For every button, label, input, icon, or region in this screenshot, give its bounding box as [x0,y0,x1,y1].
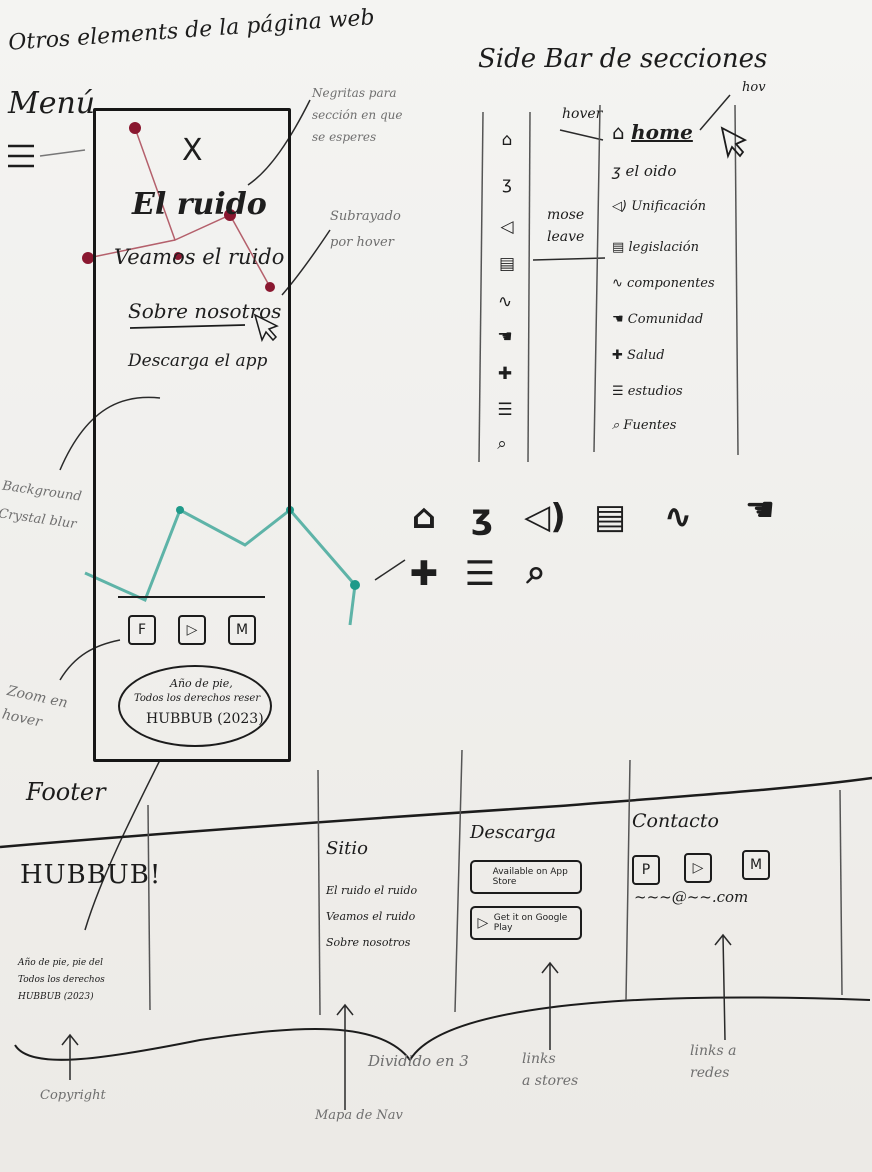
speaker-icon: ◁) [524,497,566,537]
footer-heading: Footer [26,778,106,806]
hover-corner-label: hov [742,80,766,95]
sidebar-item-oido[interactable]: ʒ el oido [612,162,677,180]
plus-icon: ✚ [612,348,623,363]
footer-email[interactable]: ~~~@~~.com [634,888,749,906]
play-icon[interactable]: ▷ [178,615,206,645]
menu-item-veamos[interactable]: Veamos el ruido [114,245,285,269]
note-nav-map: Mapa de Nav [315,1108,403,1123]
menu-item-descarga[interactable]: Descarga el app [128,351,268,371]
footer-link-sobre[interactable]: Sobre nosotros [326,936,411,949]
search-icon: ⌕ [526,552,546,592]
house-icon: ⌂ [612,120,625,144]
speaker-icon: ◁) [612,199,628,214]
house-icon: ⌂ [411,497,437,537]
sidebar-item-comunidad[interactable]: ☚ Comunidad [612,312,704,327]
books-icon: ☰ [612,384,624,399]
books-icon: ☰ [464,554,496,594]
house-icon[interactable]: ⌂ [501,130,513,150]
play-icon[interactable]: ▷ [684,853,712,883]
footer-site-heading: Sitio [326,838,368,859]
facebook-icon[interactable]: F [128,615,156,645]
plus-icon: ✚ [409,554,439,594]
note-copyright: Copyright [40,1088,106,1103]
wave-icon[interactable]: ∿ [497,292,513,312]
wave-icon: ∿ [663,497,693,537]
play-icon: ▷ [477,915,489,931]
mail-icon[interactable]: M [742,850,770,880]
ear-icon: ʒ [612,162,621,180]
footer-site-links: El ruido el ruido Veamos el ruido Sobre … [326,878,417,956]
speaker-icon[interactable]: ◁ [500,217,514,237]
wave-icon: ∿ [612,276,623,291]
document-icon: ▤ [612,240,625,255]
footer-contact-heading: Contacto [632,810,719,832]
ear-icon: ʒ [471,497,493,537]
sidebar-heading: Side Bar de secciones [478,44,768,74]
menu-copyright: Año de pie, Todos los derechos reser HUB… [118,665,272,747]
books-icon[interactable]: ☰ [497,400,513,420]
search-icon[interactable]: ⌕ [497,434,507,454]
plus-icon[interactable]: ✚ [497,364,513,384]
search-icon: ⌕ [612,418,620,433]
menu-heading: Menú [8,86,96,121]
sidebar-item-unificacion[interactable]: ◁) Unificación [612,199,707,214]
sidebar-item-estudios[interactable]: ☰ estudios [612,384,683,399]
social-p-icon[interactable]: P [632,855,660,885]
sidebar-item-legislacion[interactable]: ▤ legislación [612,240,699,255]
menu-item-sobre[interactable]: Sobre nosotros [128,299,282,323]
mail-icon[interactable]: M [228,615,256,645]
note-divided: Dividido en 3 [368,1052,469,1070]
hover-label: hover [562,106,603,122]
ear-icon[interactable]: ʒ [502,174,512,194]
footer-link-veamos[interactable]: Veamos el ruido [326,910,416,923]
menu-title[interactable]: El ruido [132,187,267,222]
footer-brand[interactable]: HUBBUB! [20,860,162,890]
document-icon: ▤ [593,497,627,537]
hand-icon: ☚ [612,312,624,327]
hand-icon[interactable]: ☚ [497,327,513,347]
close-icon[interactable]: X [182,133,203,168]
sidebar-item-fuentes[interactable]: ⌕ Fuentes [612,418,677,433]
sidebar-item-home[interactable]: ⌂ home [612,120,693,144]
app-store-button[interactable]: Available on App Store [470,860,582,894]
sidebar-item-componentes[interactable]: ∿ componentes [612,276,715,291]
footer-link-ruido[interactable]: El ruido el ruido [326,884,418,897]
footer-download-heading: Descarga [470,822,556,843]
google-play-button[interactable]: ▷Get it on Google Play [470,906,582,940]
menu-mockup: X El ruido Veamos el ruido Sobre nosotro… [93,108,291,762]
document-icon[interactable]: ▤ [498,254,516,274]
sidebar-item-salud[interactable]: ✚ Salud [612,348,665,363]
hand-icon: ☚ [744,490,776,530]
